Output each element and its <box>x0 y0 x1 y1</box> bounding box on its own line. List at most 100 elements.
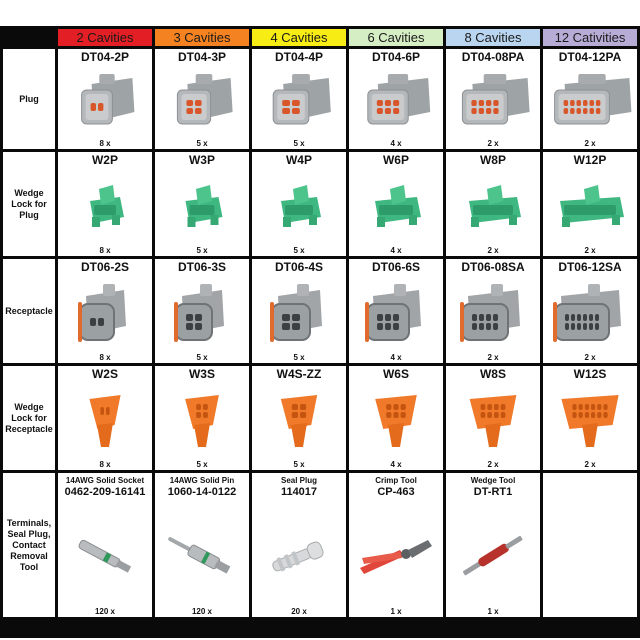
cell-receptacle-8: DT06-08SA 2 x <box>446 259 540 363</box>
orange-wedge-lock-icon <box>252 382 346 459</box>
gray-receptacle-icon <box>58 275 152 352</box>
quantity: 5 x <box>293 246 305 255</box>
part-number: 0462-209-16141 <box>64 486 146 498</box>
item-description: Crimp Tool <box>375 476 417 485</box>
gray-plug-icon <box>349 65 443 138</box>
cell-empty <box>543 473 637 617</box>
orange-wedge-lock-icon <box>446 382 540 459</box>
cell-wedge-plug-6: W6P 4 x <box>349 152 443 256</box>
quantity: 2 x <box>487 139 499 148</box>
part-number: DT06-12SA <box>558 260 622 274</box>
socket-terminal-icon <box>58 505 152 606</box>
part-number: DT04-6P <box>371 50 421 64</box>
quantity: 8 x <box>99 139 111 148</box>
row-wedge-lock-receptacle: Wedge Lock for Receptacle W2S 8 x W3S 5 … <box>3 366 637 470</box>
cell-plug-6: DT04-6P 4 x <box>349 49 443 149</box>
item-description: Wedge Tool <box>470 476 516 485</box>
crimp-tool-icon <box>349 505 443 606</box>
gray-receptacle-icon <box>446 275 540 352</box>
row-receptacle: Receptacle DT06-2S 8 x DT06-3S 5 x DT06-… <box>3 259 637 363</box>
row-label-wedge-lock-receptacle: Wedge Lock for Receptacle <box>3 366 55 470</box>
header-row: 2 Cavities 3 Cavities 4 Cavities 6 Cavit… <box>3 29 637 46</box>
cell-receptacle-3: DT06-3S 5 x <box>155 259 249 363</box>
quantity: 5 x <box>293 353 305 362</box>
cell-plug-8: DT04-08PA 2 x <box>446 49 540 149</box>
quantity: 2 x <box>584 460 596 469</box>
row-terminals-tools: Terminals, Seal Plug, Contact Removal To… <box>3 473 637 617</box>
connector-kit-chart: 2 Cavities 3 Cavities 4 Cavities 6 Cavit… <box>0 26 640 638</box>
quantity: 2 x <box>487 353 499 362</box>
wedge-tool-icon <box>446 505 540 606</box>
cell-plug-4: DT04-4P 5 x <box>252 49 346 149</box>
quantity: 2 x <box>584 353 596 362</box>
quantity: 120 x <box>191 607 213 616</box>
cell-wedge-plug-12: W12P 2 x <box>543 152 637 256</box>
quantity: 5 x <box>293 460 305 469</box>
cell-wedge-recept-3: W3S 5 x <box>155 366 249 470</box>
quantity: 4 x <box>390 139 402 148</box>
orange-wedge-lock-icon <box>58 382 152 459</box>
gray-plug-icon <box>58 65 152 138</box>
cell-wedge-plug-4: W4P 5 x <box>252 152 346 256</box>
green-wedge-lock-icon <box>349 168 443 245</box>
corner-cell <box>3 29 55 46</box>
part-number: W6S <box>382 367 409 381</box>
gray-plug-icon <box>543 65 637 138</box>
part-number: CP-463 <box>377 486 415 498</box>
part-number: W2P <box>91 153 118 167</box>
orange-wedge-lock-icon <box>543 382 637 459</box>
part-number: W3P <box>188 153 215 167</box>
gray-plug-icon <box>446 65 540 138</box>
quantity: 5 x <box>196 246 208 255</box>
parts-grid: 2 Cavities 3 Cavities 4 Cavities 6 Cavit… <box>0 26 640 620</box>
part-number: 114017 <box>280 486 318 498</box>
part-number: W3S <box>188 367 215 381</box>
part-number: DT04-3P <box>177 50 227 64</box>
cell-receptacle-6: DT06-6S 4 x <box>349 259 443 363</box>
part-number: DT06-2S <box>80 260 130 274</box>
gray-receptacle-icon <box>349 275 443 352</box>
header-3-cavities: 3 Cavities <box>155 29 249 46</box>
cell-receptacle-12: DT06-12SA 2 x <box>543 259 637 363</box>
part-number: W2S <box>91 367 118 381</box>
header-8-cavities: 8 Cavities <box>446 29 540 46</box>
gray-receptacle-icon <box>155 275 249 352</box>
row-label-wedge-lock-plug: Wedge Lock for Plug <box>3 152 55 256</box>
part-number: W12P <box>573 153 607 167</box>
part-number: W6P <box>382 153 409 167</box>
row-label-plug: Plug <box>3 49 55 149</box>
quantity: 120 x <box>94 607 116 616</box>
quantity: 2 x <box>584 139 596 148</box>
cell-wedge-recept-4: W4S-ZZ 5 x <box>252 366 346 470</box>
quantity: 2 x <box>487 246 499 255</box>
quantity: 1 x <box>390 607 402 616</box>
row-label-terminals-tools: Terminals, Seal Plug, Contact Removal To… <box>3 473 55 617</box>
header-2-cavities: 2 Cavities <box>58 29 152 46</box>
part-number: DT06-3S <box>177 260 227 274</box>
cell-wedge-recept-6: W6S 4 x <box>349 366 443 470</box>
quantity: 4 x <box>390 353 402 362</box>
part-number: DT-RT1 <box>473 486 513 498</box>
green-wedge-lock-icon <box>543 168 637 245</box>
part-number: DT04-4P <box>274 50 324 64</box>
quantity: 8 x <box>99 353 111 362</box>
row-wedge-lock-plug: Wedge Lock for Plug W2P 8 x W3P 5 x W4P … <box>3 152 637 256</box>
quantity: 2 x <box>487 460 499 469</box>
header-4-cavities: 4 Cavities <box>252 29 346 46</box>
quantity: 4 x <box>390 460 402 469</box>
quantity: 2 x <box>584 246 596 255</box>
seal-plug-icon <box>252 505 346 606</box>
cell-wedge-recept-8: W8S 2 x <box>446 366 540 470</box>
row-plug: Plug DT04-2P 8 x DT04-3P 5 x DT04-4P 5 x… <box>3 49 637 149</box>
quantity: 8 x <box>99 460 111 469</box>
pin-terminal-icon <box>155 505 249 606</box>
quantity: 4 x <box>390 246 402 255</box>
cell-receptacle-4: DT06-4S 5 x <box>252 259 346 363</box>
part-number: DT06-6S <box>371 260 421 274</box>
orange-wedge-lock-icon <box>349 382 443 459</box>
cell-wedge-plug-8: W8P 2 x <box>446 152 540 256</box>
part-number: 1060-14-0122 <box>167 486 237 498</box>
